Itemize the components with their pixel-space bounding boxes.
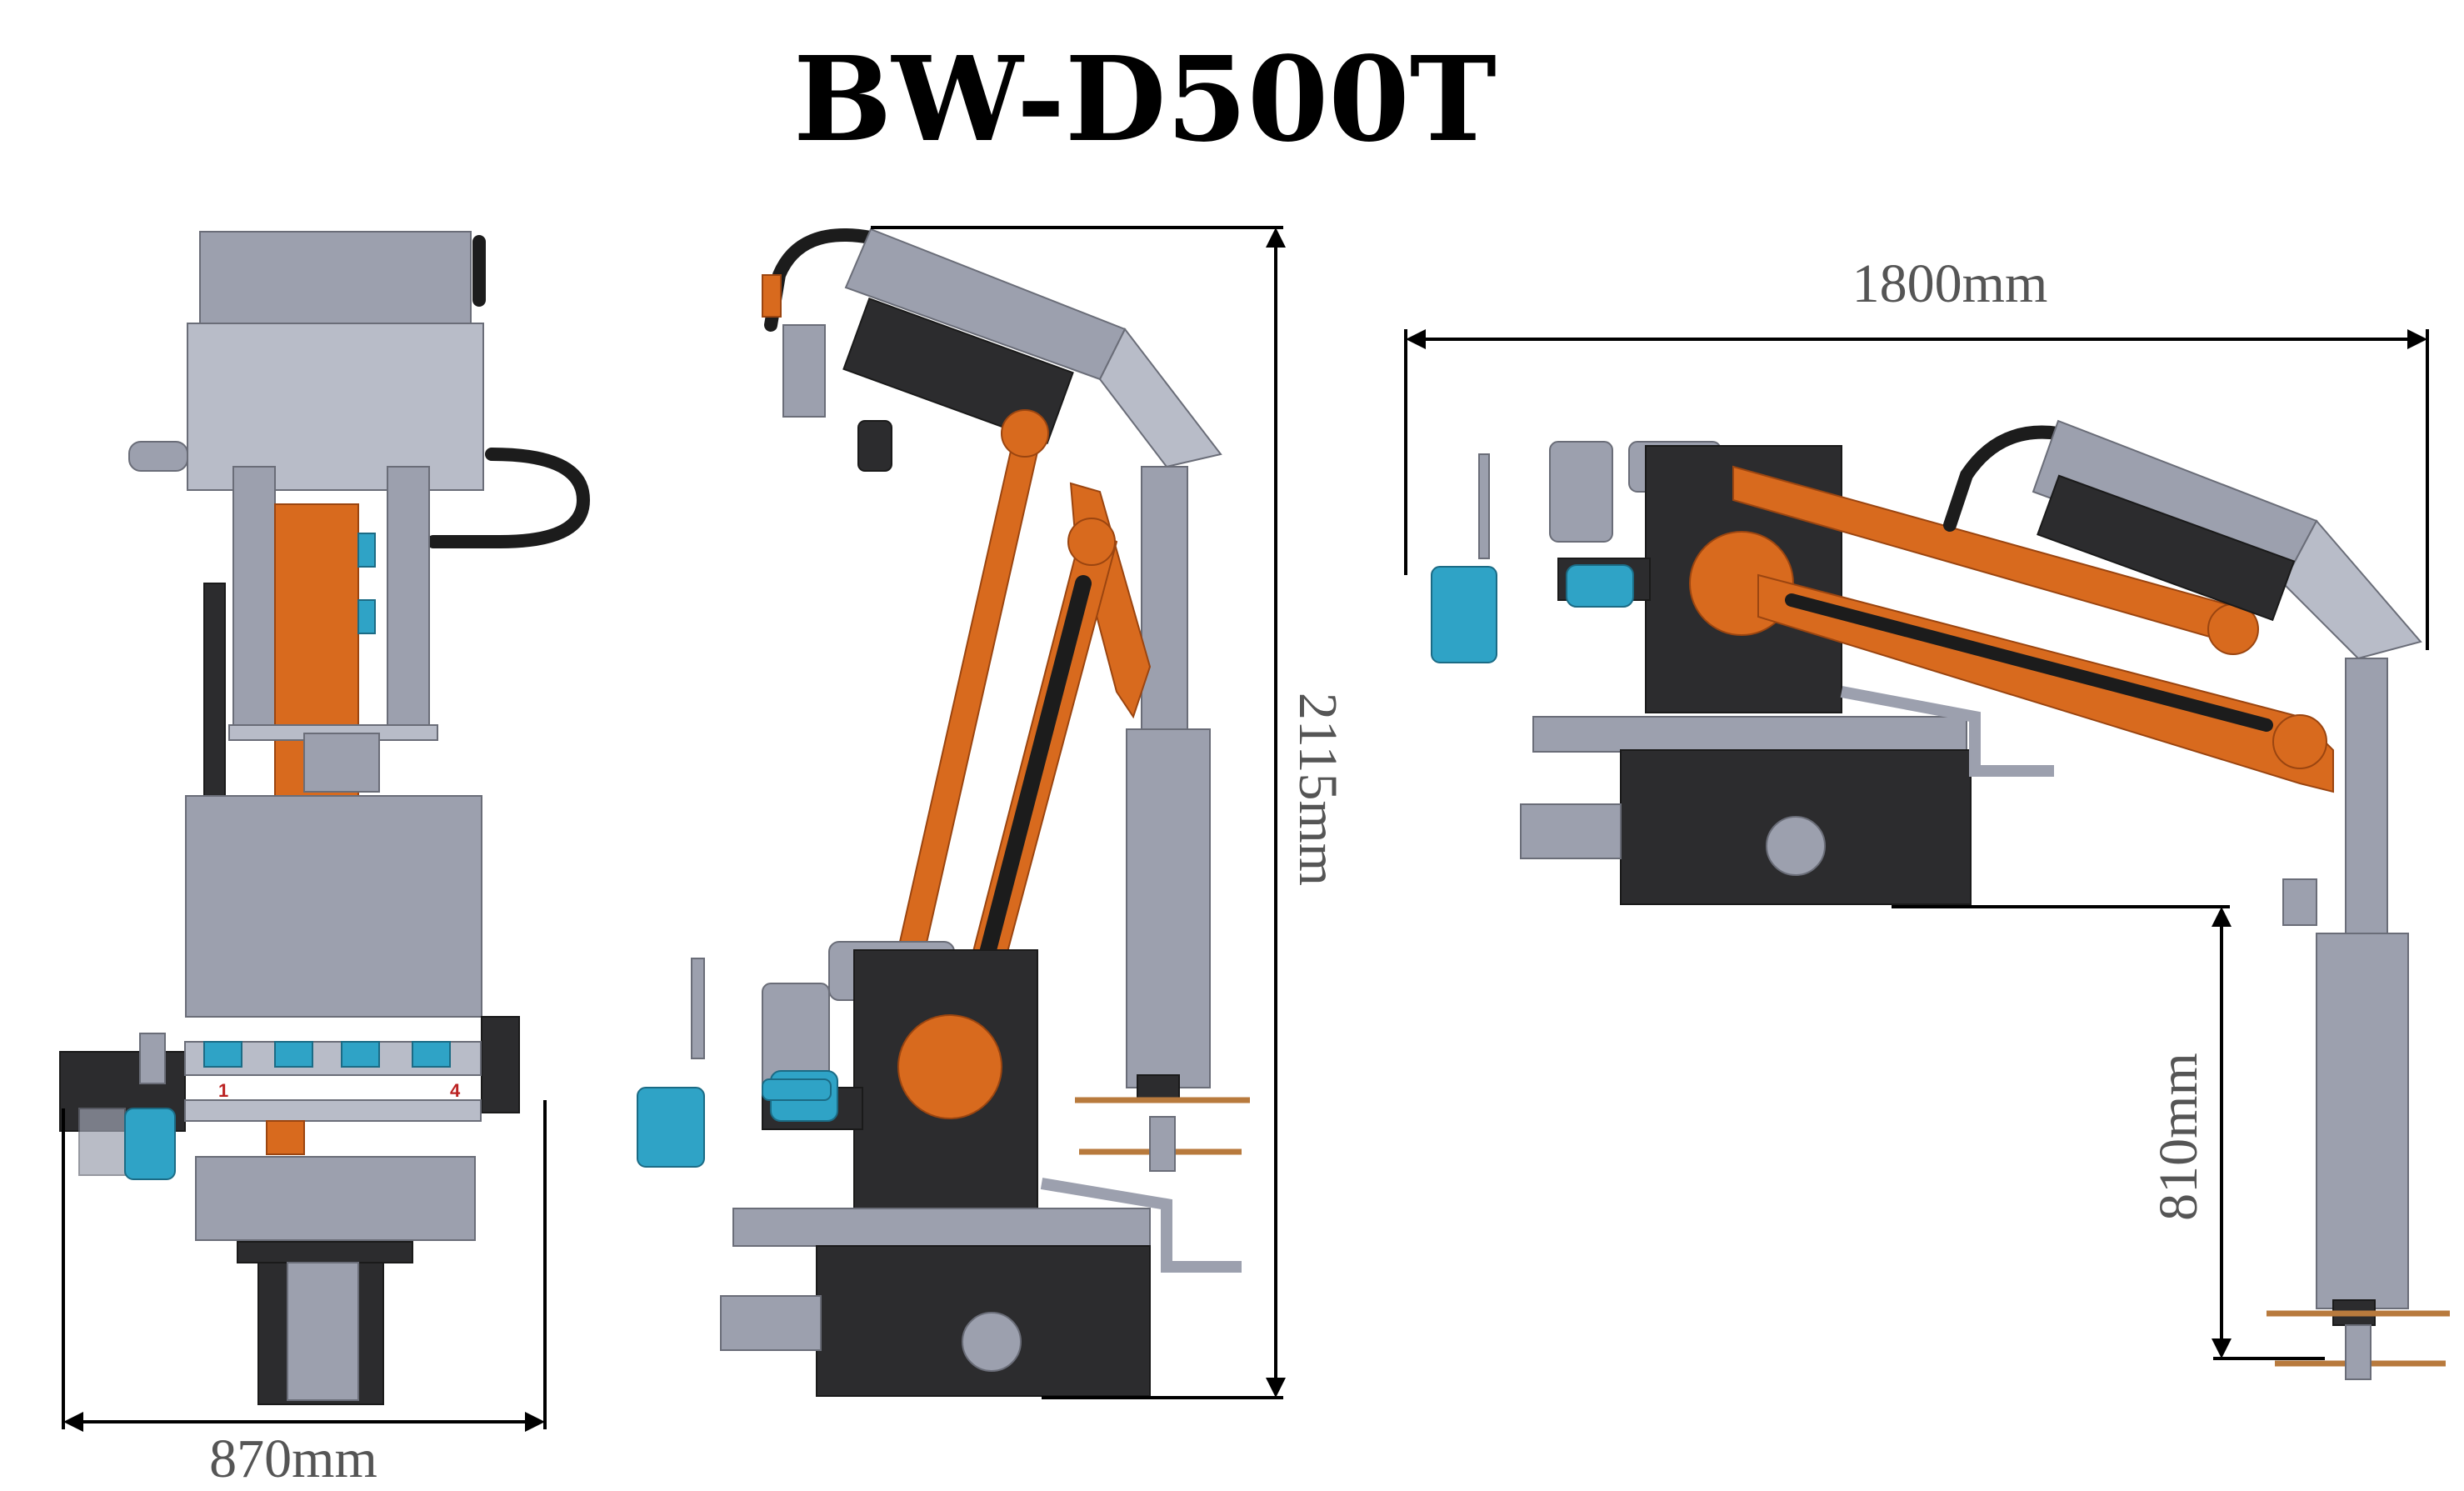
side-view (637, 228, 1250, 1397)
station-label-1: 1 (218, 1080, 228, 1101)
reach-view (1431, 419, 2450, 1380)
dimension-tool-height: 810mm (1892, 905, 2325, 1360)
dimension-label-810: 810mm (2148, 1053, 2209, 1221)
dimension-side-height: 2115mm (871, 226, 1348, 1399)
dimension-label-870: 870mm (209, 1428, 377, 1489)
station-label-4: 4 (450, 1080, 461, 1101)
dimension-label-2115: 2115mm (1287, 693, 1348, 886)
model-title: BW-D500T (793, 32, 1497, 168)
dimension-front-width: 870mm (62, 1100, 547, 1489)
dimension-label-1800: 1800mm (1852, 253, 2048, 314)
dimension-reach-length: 1800mm (1404, 253, 2429, 650)
front-view: 1 4 (59, 231, 591, 1405)
